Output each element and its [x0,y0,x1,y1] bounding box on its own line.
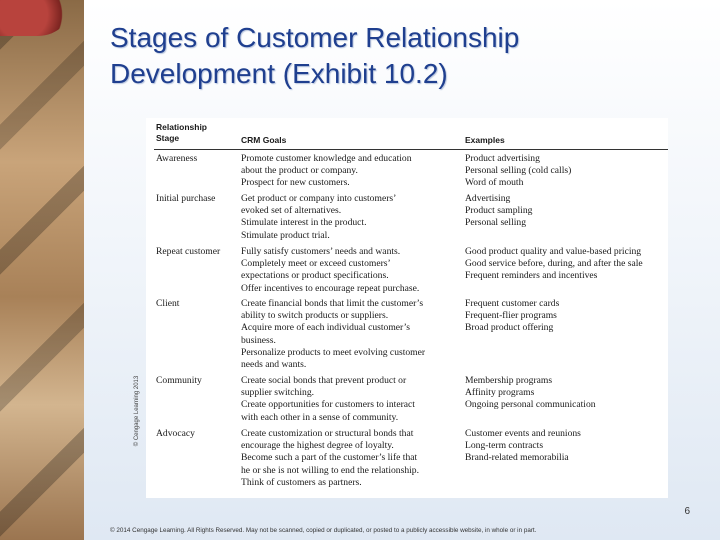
example-line: Long-term contracts [465,440,544,452]
example-line: Good service before, during, and after t… [465,258,643,270]
title-line-1: Stages of Customer Relationship [110,22,520,53]
goal-line: Promote customer knowledge and education [241,153,412,164]
example-line: Frequent customer cards [465,298,560,309]
goal-line: Fully satisfy customers’ needs and wants… [241,246,401,257]
header-examples: Examples [465,135,505,145]
goal-line: Offer incentives to encourage repeat pur… [241,282,420,294]
example-line: Personal selling [465,217,527,229]
goals-cell: Create customization or structural bonds… [241,428,419,489]
stage-cell: Awareness [156,153,198,164]
goal-line: supplier switching. [241,387,315,399]
example-line: Product sampling [465,205,533,217]
goal-line: business. [241,334,276,346]
goal-line: needs and wants. [241,359,307,371]
goal-line: Personalize products to meet evolving cu… [241,346,426,358]
slide-title: Stages of Customer Relationship Developm… [110,20,710,92]
examples-cell: Good product quality and value-based pri… [465,246,643,283]
goal-line: about the product or company. [241,165,358,177]
goal-line: Create financial bonds that limit the cu… [241,298,424,309]
goals-cell: Create financial bonds that limit the cu… [241,298,425,371]
example-line: Brand-related memorabilia [465,452,569,464]
goals-cell: Fully satisfy customers’ needs and wants… [241,246,419,295]
goal-line: Create customization or structural bonds… [241,428,414,439]
goal-line: Completely meet or exceed customers’ [241,258,391,270]
title-line-2: Development (Exhibit 10.2) [110,58,448,89]
goal-line: Become such a part of the customer’s lif… [241,452,418,464]
stage-cell: Client [156,298,180,309]
example-line: Good product quality and value-based pri… [465,246,642,257]
example-line: Word of mouth [465,177,524,189]
goal-line: Stimulate product trial. [241,229,330,241]
stage-cell: Initial purchase [156,193,216,204]
goal-line: Create opportunities for customers to in… [241,399,415,411]
stage-cell: Community [156,375,202,386]
goal-line: Prospect for new customers. [241,177,350,189]
goal-line: Stimulate interest in the product. [241,217,367,229]
example-line: Membership programs [465,375,553,386]
goals-cell: Promote customer knowledge and education… [241,153,412,190]
goal-line: with each other in a sense of community. [241,411,399,423]
example-line: Broad product offering [465,322,554,334]
maze-background-image [0,0,84,540]
goals-cell: Create social bonds that prevent product… [241,375,415,424]
example-line: Frequent reminders and incentives [465,270,598,282]
goal-line: Acquire more of each individual customer… [241,322,410,334]
goal-line: ability to switch products or suppliers. [241,310,389,322]
header-goals: CRM Goals [241,135,287,145]
example-line: Personal selling (cold calls) [465,165,572,177]
example-line: Advertising [465,193,511,204]
header-rule [154,149,668,150]
header-stage-line1: Relationship [156,122,208,132]
stage-cell: Repeat customer [156,246,221,257]
goals-cell: Get product or company into customers’ev… [241,193,396,242]
page-number: 6 [684,506,690,517]
example-line: Affinity programs [465,387,535,399]
example-line: Frequent-flier programs [465,310,557,322]
exhibit-copyright: © Cengage Learning 2013 [131,336,143,496]
goal-line: encourage the highest degree of loyalty. [241,440,394,452]
goal-line: expectations or product specifications. [241,270,389,282]
goal-line: Get product or company into customers’ [241,193,397,204]
exhibit-copyright-text: © Cengage Learning 2013 [134,375,140,447]
exhibit-table: Relationship Stage CRM Goals Examples Aw… [146,118,668,498]
header-stage: Relationship Stage [156,122,207,144]
example-line: Ongoing personal communication [465,399,596,411]
stage-cell: Advocacy [156,428,195,439]
header-stage-line2: Stage [156,133,180,143]
goal-line: Create social bonds that prevent product… [241,375,407,386]
goal-line: evoked set of alternatives. [241,205,342,217]
copyright-footer: © 2014 Cengage Learning. All Rights Rese… [110,527,537,534]
example-line: Customer events and reunions [465,428,581,439]
example-line: Product advertising [465,153,540,164]
goal-line: Think of customers as partners. [241,476,362,488]
goal-line: he or she is not willing to end the rela… [241,464,419,476]
